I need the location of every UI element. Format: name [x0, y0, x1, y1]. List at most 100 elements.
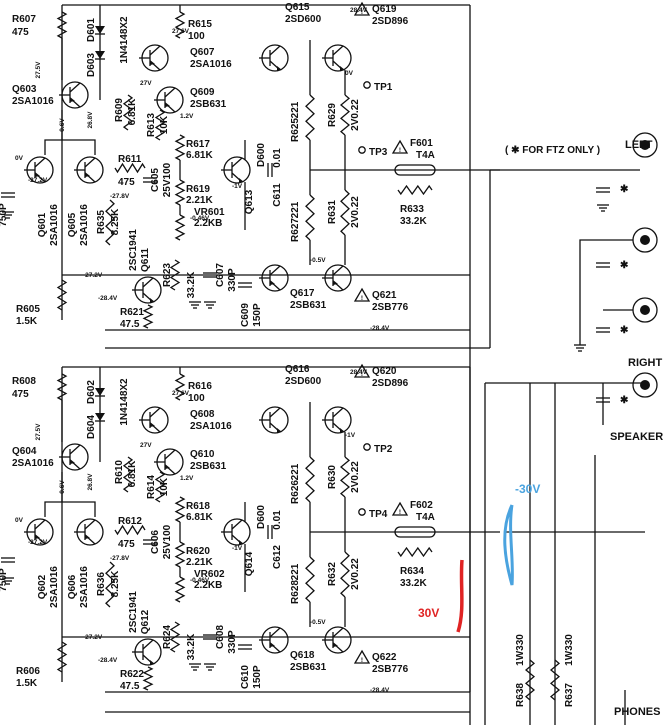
left-label: LEFT: [625, 139, 653, 151]
left-c607-ref: C607: [215, 263, 226, 287]
right-r631-ref: R632: [327, 562, 338, 586]
right-q603-part: 2SA1016: [12, 458, 54, 469]
right-voltage-12: -27.8V: [110, 555, 130, 562]
right-r627-ref: R628: [290, 580, 301, 604]
right-c605-ref: C606: [150, 530, 161, 554]
left-q607-lead: [149, 45, 161, 56]
right-r609-val: 6.81K: [127, 460, 138, 487]
right-q605-ref: Q606: [67, 574, 78, 599]
left-voltage-0: 27.5V: [35, 61, 42, 79]
left-jack-center: [640, 140, 650, 150]
right-tp-a-label: TP2: [374, 444, 393, 455]
left-r613: [154, 109, 166, 141]
left-r625-val: 221: [290, 101, 301, 118]
left-c611-ref: C611: [272, 183, 283, 207]
pos-annotation: 30V: [418, 606, 439, 620]
left-q601-lead: [34, 157, 46, 168]
left-r605-val: 1.5K: [16, 316, 38, 327]
right-vr-val: 2.2KB: [194, 580, 222, 591]
speaker-label: SPEAKER: [610, 431, 663, 443]
left-r617-val: 6.81K: [186, 150, 213, 161]
left-q611-arrow: [150, 298, 155, 303]
right-q611-ref: Q612: [140, 609, 151, 634]
left-q617-lead: [269, 265, 281, 276]
left-voltage-3: 28.4V: [350, 7, 368, 14]
right-q621-arrow: [333, 642, 338, 647]
left-q605: [74, 156, 104, 184]
right-q601-lead: [34, 519, 46, 530]
right-voltage-11: -28.4V: [98, 657, 118, 664]
right-q611-part: 2SC1941: [128, 591, 139, 633]
left-q615-part: 2SD600: [285, 14, 322, 25]
r637: [549, 659, 561, 701]
left-q621-part: 2SB776: [372, 302, 409, 313]
right-voltage-3: 28.4V: [350, 369, 368, 376]
left-jack: [632, 132, 658, 158]
right-fuse-warn-mark: !: [399, 509, 401, 516]
left-voltage-13: -0.5V: [310, 257, 326, 264]
right-voltage-16: -1V: [345, 432, 356, 439]
left-q621-lead: [332, 265, 344, 276]
left-q609-lead: [164, 87, 176, 98]
left-r619: [174, 179, 186, 206]
left-r629-ref: R629: [327, 103, 338, 127]
right-q603-ref: Q604: [12, 446, 37, 457]
left-q607: [139, 44, 169, 72]
right-q611: [132, 638, 162, 666]
left-fuse-ref: F601: [410, 138, 433, 149]
right-r627-val: 221: [290, 563, 301, 580]
left-tp-b: [358, 146, 366, 154]
right-vr601: [174, 576, 186, 603]
pos-scribble: [456, 559, 464, 633]
left-c611-val: 0.01: [272, 148, 283, 168]
left-voltage-9: -1V: [232, 183, 243, 190]
right-q605-arrow: [85, 534, 90, 539]
left-r611: [114, 162, 146, 174]
r637-ref: R637: [564, 683, 575, 707]
right-d601: [95, 388, 105, 396]
right-q603-arrow: [70, 459, 75, 464]
ftz-mark-3: ✱: [620, 325, 629, 336]
left-q605-arrow: [85, 172, 90, 177]
right-c605-val: 25V100: [162, 524, 173, 559]
right-r633-val: 33.2K: [400, 578, 427, 589]
right-r631: [340, 551, 350, 598]
left-q603-lead: [69, 82, 81, 93]
left-c605-val: 25V100: [162, 162, 173, 197]
left-q601-part: 2SA1016: [49, 204, 60, 246]
left-q609-ref: Q609: [190, 87, 215, 98]
left-d601-part: 1N4148X2: [119, 16, 130, 64]
left-r617-ref: R617: [186, 139, 210, 150]
left-tp-a: [363, 81, 371, 89]
right-q609: [154, 448, 184, 476]
right-q607-arrow: [150, 422, 155, 427]
right-q621-warn-mark: !: [361, 657, 363, 664]
right-q605-lead: [84, 519, 96, 530]
right-voltage-6: 1.2V: [180, 475, 194, 482]
right-r607-ref: R608: [12, 376, 36, 387]
left-q605-ref: Q605: [67, 212, 78, 237]
left-r621: [142, 304, 154, 329]
right-tp-a: [363, 443, 371, 451]
right-r605-ref: R606: [16, 666, 40, 677]
left-q607-arrow: [150, 60, 155, 65]
right-fuse: [394, 526, 436, 538]
phones-label: PHONES: [614, 706, 660, 718]
left-r629: [339, 94, 351, 136]
left-vr601: [174, 214, 186, 241]
left-q619-ref: Q619: [372, 4, 397, 15]
left-r607-val: 475: [12, 27, 29, 38]
right-q615-ref: Q616: [285, 364, 310, 375]
right-q619-part: 2SD896: [372, 378, 409, 389]
right-r623-val: 33.2K: [186, 633, 197, 660]
right-r617: [174, 496, 186, 523]
right-r613-val: 10K: [159, 477, 170, 496]
left-r633-ref: R633: [400, 204, 424, 215]
left-q619-part: 2SD896: [372, 16, 409, 27]
right-tp-b-label: TP4: [369, 509, 388, 520]
left-c607-val: 330P: [227, 268, 238, 292]
left-voltage-5: 27V: [140, 80, 152, 87]
neg-annotation: -30V: [515, 482, 540, 496]
